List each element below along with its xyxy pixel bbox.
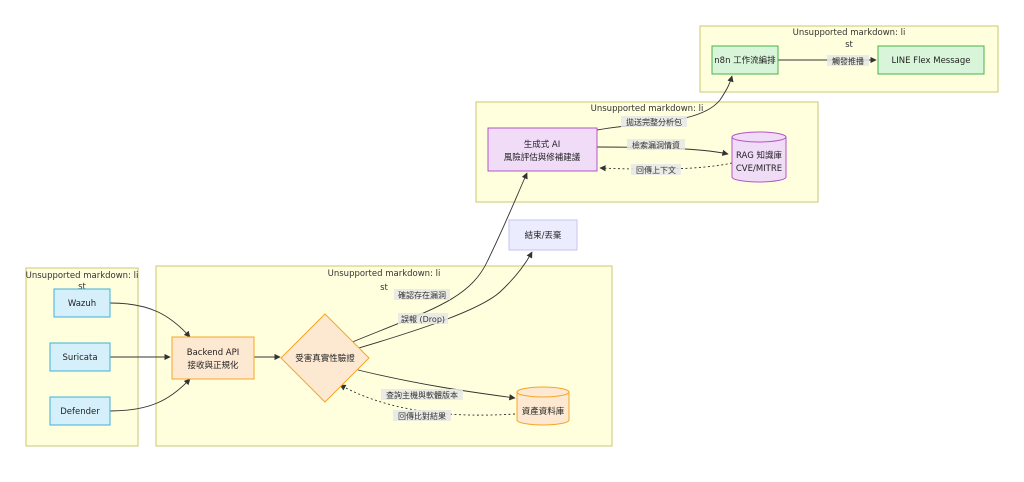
edge-decision-assetdb <box>357 369 516 401</box>
cluster-automation-title-cont: st <box>845 40 853 50</box>
node-wazuh-label: Wazuh <box>68 299 96 309</box>
edge-label-query-host: 查詢主機與軟體版本 <box>386 390 458 400</box>
edge-label-confirm-vuln: 確認存在漏洞 <box>398 290 446 300</box>
cluster-validation-title: Unsupported markdown: li <box>328 269 441 279</box>
node-backend-api[interactable]: Backend API 接收與正規化 <box>171 336 255 380</box>
edge-wazuh-backend <box>109 302 191 338</box>
edge-decision-end <box>351 251 533 351</box>
node-defender-label: Defender <box>60 407 100 417</box>
node-line-flex[interactable]: LINE Flex Message <box>877 45 985 75</box>
edge-label-return-compare: 回傳比對結果 <box>398 411 446 421</box>
node-suricata[interactable]: Suricata <box>49 342 111 372</box>
node-rag-title: RAG 知識庫 <box>736 150 783 161</box>
node-asset-db[interactable]: 資產資料庫 <box>516 386 570 426</box>
edge-label-false-positive: 誤報 (Drop) <box>401 314 445 324</box>
node-end-drop[interactable]: 結束/丟棄 <box>508 219 578 251</box>
edge-label-push-package: 拋送完整分析包 <box>626 117 682 127</box>
node-wazuh[interactable]: Wazuh <box>53 288 111 318</box>
node-rag-subtitle: CVE/MITRE <box>736 164 782 174</box>
edge-label-search-intel: 檢索漏洞情資 <box>632 140 680 150</box>
node-backend-api-subtitle: 接收與正規化 <box>187 360 239 371</box>
node-n8n-label: n8n 工作流編排 <box>714 55 776 66</box>
edge-labels: 確認存在漏洞 誤報 (Drop) 查詢主機與軟體版本 回傳比對結果 拋送完整分析… <box>381 55 869 421</box>
cluster-ai-title: Unsupported markdown: li <box>591 104 704 114</box>
node-defender[interactable]: Defender <box>49 396 111 426</box>
cluster-sources-title-cont: st <box>78 282 86 292</box>
cluster-sources-title: Unsupported markdown: li <box>26 271 139 281</box>
node-end-drop-label: 結束/丟棄 <box>525 230 562 241</box>
cluster-automation-title: Unsupported markdown: li <box>793 28 906 38</box>
node-n8n[interactable]: n8n 工作流編排 <box>711 45 779 75</box>
node-genai-title: 生成式 AI <box>524 139 561 150</box>
node-genai[interactable]: 生成式 AI 風險評估與修補建議 <box>487 127 598 172</box>
edge-defender-backend <box>109 378 191 412</box>
node-decision-label: 受害真實性驗證 <box>295 353 355 364</box>
node-line-flex-label: LINE Flex Message <box>892 56 971 66</box>
edge-assetdb-decision <box>339 384 516 416</box>
cluster-validation-title-cont: st <box>380 283 388 293</box>
node-decision[interactable]: 受害真實性驗證 <box>280 313 370 403</box>
node-genai-subtitle: 風險評估與修補建議 <box>504 152 581 163</box>
edge-label-return-context: 回傳上下文 <box>636 165 676 175</box>
node-rag[interactable]: RAG 知識庫 CVE/MITRE <box>731 131 787 183</box>
node-suricata-label: Suricata <box>62 353 97 363</box>
edge-label-trigger-push: 觸發推播 <box>832 56 864 66</box>
node-asset-db-label: 資產資料庫 <box>522 406 565 417</box>
node-backend-api-title: Backend API <box>187 348 240 358</box>
